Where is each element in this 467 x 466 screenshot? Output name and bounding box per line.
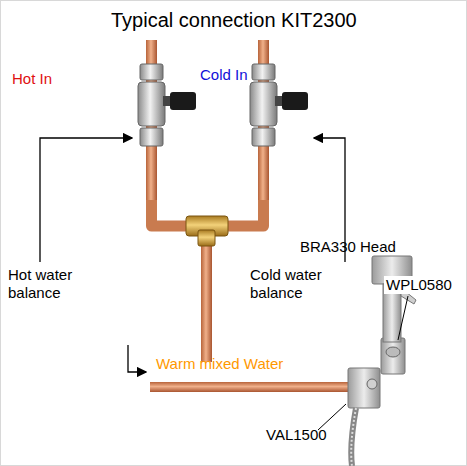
diagram-title: Typical connection KIT2300 [111,8,357,32]
spray-head [372,256,416,342]
inlet-label: Cold In [200,66,248,84]
mixed-pipe [201,232,212,362]
part-label: Hot water balance [8,266,98,302]
hot-valve [138,64,196,146]
hot-balance-pointer [40,138,132,262]
inlet-label: Hot In [12,70,52,88]
wall-holder [381,338,405,374]
holder-leader [398,296,408,340]
part-label: VAL1500 [266,426,327,444]
tee-outlet [198,230,215,246]
flow-label: Warm mixed Water [156,355,283,373]
shower-valve [348,368,380,466]
part-label: Cold water balance [250,266,350,302]
warm-pointer [128,345,146,372]
cold-valve [250,64,308,146]
warm-pipe [150,382,355,392]
part-label: WPL0580 [384,276,454,294]
part-label: BRA330 Head [300,238,396,256]
